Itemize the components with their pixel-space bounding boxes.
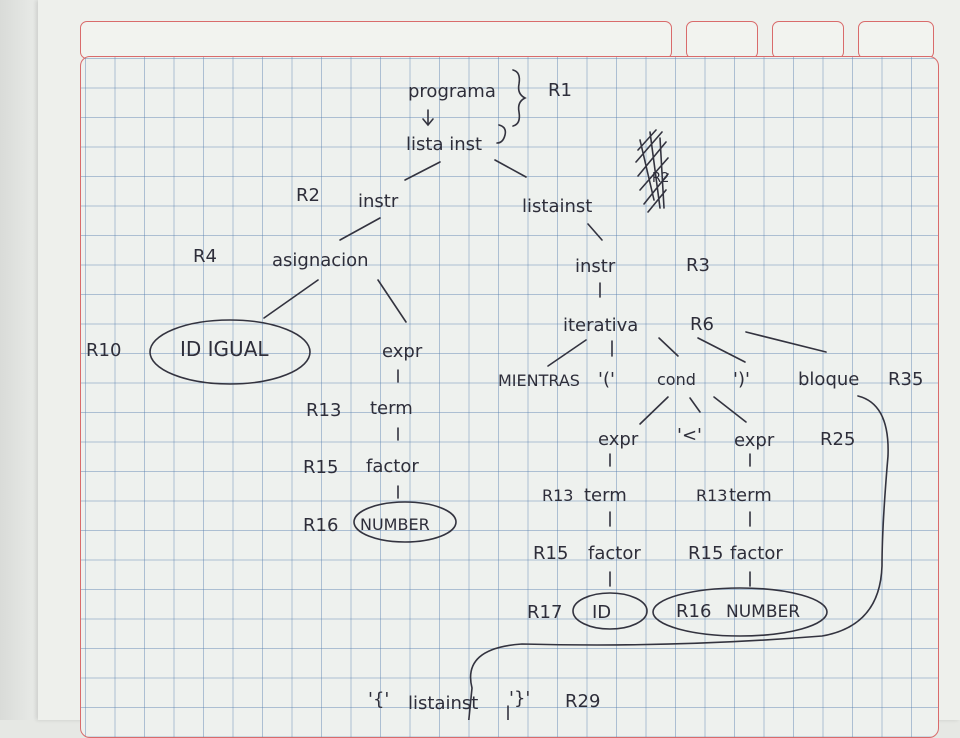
edge-asignacion-expr bbox=[377, 279, 407, 323]
rule-r13-a: R13 bbox=[542, 486, 573, 505]
edge-listainst-listainst bbox=[494, 159, 527, 178]
node-rbrace: '}' bbox=[509, 688, 530, 709]
node-bloque: bloque bbox=[798, 369, 859, 390]
header-box-2 bbox=[772, 21, 844, 59]
tree-edges bbox=[263, 69, 889, 720]
node-term-b: term bbox=[729, 485, 772, 506]
node-lparen: '(' bbox=[598, 369, 615, 390]
edge-bloque-block bbox=[467, 395, 889, 720]
scribble-marks bbox=[635, 129, 669, 213]
grid-area bbox=[80, 56, 939, 738]
node-expr-left: expr bbox=[382, 341, 423, 362]
rule-r2: R2 bbox=[296, 185, 320, 206]
edge-listainst-instr2 bbox=[587, 223, 603, 241]
brace-r1 bbox=[512, 69, 527, 127]
rule-r13-left: R13 bbox=[306, 400, 341, 421]
rule-r4: R4 bbox=[193, 246, 217, 267]
edge-asignacion-id bbox=[263, 279, 319, 319]
rule-r16-right: R16 bbox=[676, 601, 711, 622]
node-id-leaf: ID bbox=[592, 602, 611, 623]
rule-r2-scribbled: R2 bbox=[652, 171, 669, 186]
node-id-igual: ID IGUAL bbox=[180, 337, 269, 361]
node-lt: '<' bbox=[677, 425, 702, 446]
edge-instr-asignacion bbox=[339, 217, 381, 241]
brace-small bbox=[496, 124, 507, 144]
node-expr-cond-a: expr bbox=[598, 429, 639, 450]
node-iterativa: iterativa bbox=[563, 315, 638, 336]
scribble: R2 bbox=[635, 129, 669, 213]
node-listainst-root: lista inst bbox=[406, 134, 482, 155]
rule-r17: R17 bbox=[527, 602, 562, 623]
rule-r13-b: R13 bbox=[696, 486, 727, 505]
node-rparen: ')' bbox=[733, 369, 750, 390]
node-programa: programa bbox=[408, 81, 496, 102]
node-term-left: term bbox=[370, 398, 413, 419]
rule-r3: R3 bbox=[686, 255, 710, 276]
node-expr-cond-b: expr bbox=[734, 430, 775, 451]
desk-background bbox=[0, 0, 38, 720]
node-listainst-right: listainst bbox=[522, 196, 592, 217]
arrow-head bbox=[422, 118, 434, 127]
rule-r15-b: R15 bbox=[688, 543, 723, 564]
edge-iterativa-cond bbox=[658, 337, 679, 357]
node-instr-right: instr bbox=[575, 256, 616, 277]
node-instr-left: instr bbox=[358, 191, 399, 212]
rule-r1: R1 bbox=[548, 80, 572, 101]
node-factor-b: factor bbox=[730, 543, 783, 564]
circle-number-left bbox=[353, 501, 457, 543]
node-asignacion: asignacion bbox=[272, 250, 369, 271]
rule-labels: R1 R2 R3 R4 R6 R10 R13 R15 R16 R35 R25 R… bbox=[86, 80, 923, 712]
node-factor-a: factor bbox=[588, 543, 641, 564]
edge-iterativa-rparen bbox=[697, 337, 746, 363]
rule-r6: R6 bbox=[690, 314, 714, 335]
edge-cond-lt bbox=[689, 397, 701, 413]
node-number-right: NUMBER bbox=[726, 602, 800, 622]
rule-r15-a: R15 bbox=[533, 543, 568, 564]
rule-r29: R29 bbox=[565, 691, 600, 712]
edge-cond-expr-a bbox=[639, 396, 669, 425]
circle-id-igual bbox=[149, 319, 311, 385]
edge-cond-expr-b bbox=[713, 396, 747, 423]
leaf-circles bbox=[149, 319, 828, 637]
rule-r15-left: R15 bbox=[303, 457, 338, 478]
node-factor-left: factor bbox=[366, 456, 419, 477]
rule-r10: R10 bbox=[86, 340, 121, 361]
circle-id bbox=[572, 592, 648, 630]
tree-nodes: programa lista inst instr listainst asig… bbox=[180, 81, 859, 714]
node-cond: cond bbox=[657, 370, 696, 389]
edge-listainst-instr bbox=[404, 161, 441, 181]
circle-number-right bbox=[652, 587, 828, 637]
rule-r25: R25 bbox=[820, 429, 855, 450]
edge-iterativa-bloque bbox=[745, 331, 827, 353]
node-lbrace: '{' bbox=[368, 689, 389, 710]
node-listainst-block: listainst bbox=[408, 693, 478, 714]
parse-tree-diagram: R2 programa lista inst instr listainst a… bbox=[86, 69, 923, 720]
header-box-1 bbox=[686, 21, 758, 59]
edge-iterativa-mientras bbox=[547, 339, 587, 367]
node-number-left: NUMBER bbox=[360, 515, 430, 534]
node-term-a: term bbox=[584, 485, 627, 506]
node-mientras: MIENTRAS bbox=[498, 371, 580, 390]
rule-r35: R35 bbox=[888, 369, 923, 390]
rule-r16-left: R16 bbox=[303, 515, 338, 536]
